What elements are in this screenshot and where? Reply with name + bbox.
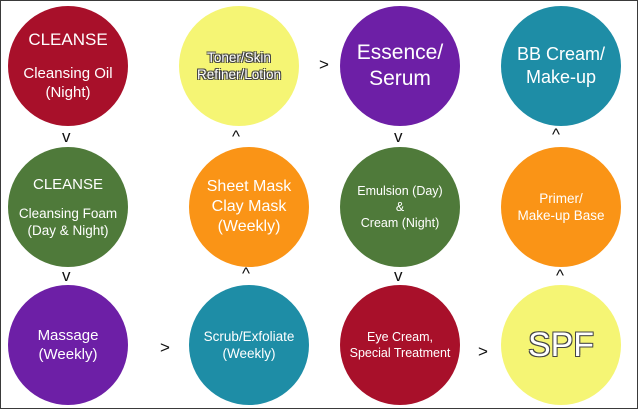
eye-cream-line2: Special Treatment <box>349 346 451 360</box>
sheet-mask-circle: Sheet Mask Clay Mask (Weekly) <box>189 147 309 267</box>
essence-line2: Serum <box>369 67 431 90</box>
primer-line2: Make-up Base <box>517 208 605 223</box>
massage-line2: (Weekly) <box>38 346 98 363</box>
scrub-line2: (Weekly) <box>222 346 276 361</box>
sheet-mask-line1: Sheet Mask <box>206 178 292 195</box>
toner-line2: Refiner/Lotion <box>196 67 282 82</box>
massage-line1: Massage <box>37 327 99 344</box>
arrow-down-4: v <box>394 266 403 285</box>
arrow-right-3: > <box>478 342 488 361</box>
cleanse-oil-line1: Cleansing Oil <box>23 65 113 82</box>
essence-line1: Essence/ <box>356 41 444 64</box>
sheet-mask-line3: (Weekly) <box>217 218 281 235</box>
sheet-mask-line2: Clay Mask <box>211 198 287 215</box>
cleanse-foam-line2: (Day & Night) <box>27 222 109 238</box>
cleanse-foam-title: CLEANSE <box>32 175 104 193</box>
massage-circle: Massage (Weekly) <box>8 285 128 405</box>
primer-circle: Primer/ Make-up Base <box>501 147 621 267</box>
essence-circle: Essence/ Serum <box>340 6 460 126</box>
bb-cream-line2: Make-up <box>525 67 597 87</box>
cleanse-oil-title: CLEANSE <box>28 30 108 49</box>
eye-cream-circle: Eye Cream, Special Treatment <box>340 285 460 405</box>
cleanse-oil-line2: (Night) <box>45 84 91 101</box>
scrub-line1: Scrub/Exfoliate <box>203 329 295 344</box>
eye-cream-line1: Eye Cream, <box>367 330 433 344</box>
emulsion-line3: Cream (Night) <box>360 216 440 230</box>
cleanse-foam-line1: Cleansing Foam <box>18 205 118 221</box>
arrow-up-4: ^ <box>552 125 560 144</box>
emulsion-circle: Emulsion (Day) & Cream (Night) <box>340 147 460 267</box>
bb-cream-line1: BB Cream/ <box>516 44 606 64</box>
emulsion-line1: Emulsion (Day) <box>357 184 443 198</box>
scrub-circle: Scrub/Exfoliate (Weekly) <box>189 285 309 405</box>
arrow-up-1: ^ <box>242 264 250 283</box>
bb-cream-circle: BB Cream/ Make-up <box>501 6 621 126</box>
emulsion-line2: & <box>395 200 405 214</box>
spf-circle: SPF <box>501 285 621 405</box>
toner-circle: Toner/Skin Refiner/Lotion <box>179 6 299 126</box>
toner-line1: Toner/Skin <box>207 50 271 65</box>
cleanse-oil-circle: CLEANSE Cleansing Oil (Night) <box>8 6 128 126</box>
primer-line1: Primer/ <box>539 191 583 206</box>
arrow-up-3: ^ <box>556 266 564 285</box>
arrow-up-2: ^ <box>232 127 240 146</box>
arrow-down-2: v <box>62 266 71 285</box>
spf-line1: SPF <box>527 326 595 364</box>
arrow-right-1: > <box>160 338 170 357</box>
arrow-down-3: v <box>394 127 403 146</box>
arrow-down-1: v <box>62 127 71 146</box>
cleanse-foam-circle: CLEANSE Cleansing Foam (Day & Night) <box>8 147 128 267</box>
arrow-right-2: > <box>319 55 329 74</box>
